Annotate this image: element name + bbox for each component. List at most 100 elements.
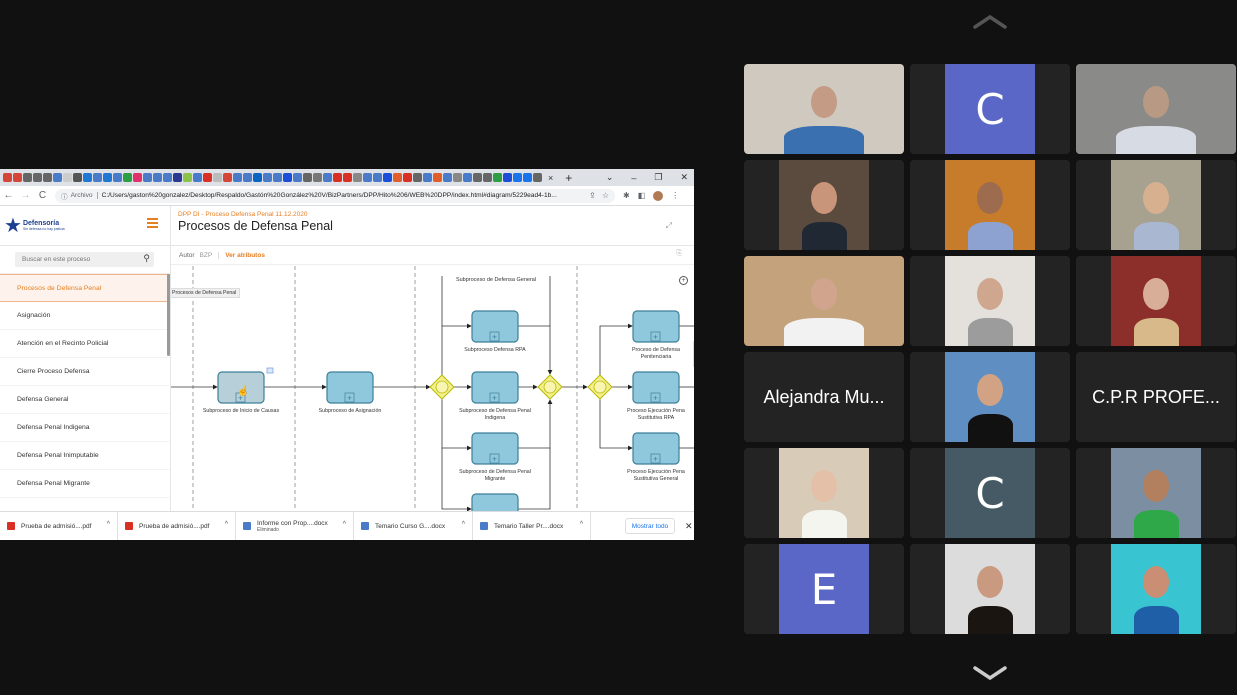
participant-tile[interactable] (1076, 448, 1236, 538)
site-info-icon[interactable]: ⓘ (61, 193, 68, 201)
reload-button[interactable]: C (38, 190, 47, 201)
pinned-tab[interactable] (243, 173, 252, 182)
task-subprocess[interactable] (471, 493, 519, 511)
pinned-tab[interactable] (433, 173, 442, 182)
tab-close-button[interactable]: × (548, 172, 554, 183)
participant-tile[interactable]: E (744, 544, 904, 634)
pinned-tab[interactable] (103, 173, 112, 182)
participant-tile[interactable] (1076, 544, 1236, 634)
pinned-tab[interactable] (473, 173, 482, 182)
view-attributes-link[interactable]: Ver atributos (225, 251, 265, 259)
pinned-tab[interactable] (403, 173, 412, 182)
task-label[interactable]: Proceso Ejecución Pena (627, 469, 685, 475)
task-subprocess[interactable] (632, 432, 680, 465)
download-item[interactable]: Temario Taller Pr....docx^ (473, 511, 591, 540)
task-label[interactable]: Migrante (485, 476, 506, 482)
task-label[interactable]: Subproceso de Inicio de Causas (203, 408, 280, 414)
participant-tile[interactable] (744, 448, 904, 538)
pinned-tab[interactable] (453, 173, 462, 182)
download-item[interactable]: Prueba de admisió....pdf^ (118, 511, 236, 540)
task-subprocess[interactable] (632, 310, 680, 343)
profile-avatar[interactable] (653, 190, 664, 201)
task-label[interactable]: Proceso Ejecución Pena (627, 408, 685, 414)
pinned-tab[interactable] (223, 173, 232, 182)
pinned-tab[interactable] (373, 173, 382, 182)
pinned-tab[interactable] (423, 173, 432, 182)
pinned-tab[interactable] (173, 173, 182, 182)
participant-tile[interactable] (910, 160, 1070, 250)
canvas-scrollbar[interactable] (693, 341, 694, 367)
sidebar-item[interactable]: Defensa Penal Inimputable (0, 442, 170, 470)
participant-tile[interactable] (744, 256, 904, 346)
pinned-tab[interactable] (413, 173, 422, 182)
task-label[interactable]: Sustitutiva General (634, 476, 679, 482)
task-subprocess[interactable] (471, 310, 519, 343)
participant-tile[interactable]: C (910, 64, 1070, 154)
tab-search-button[interactable]: ⌄ (605, 172, 614, 182)
pinned-tab[interactable] (463, 173, 472, 182)
pinned-tab[interactable] (253, 173, 262, 182)
task-label[interactable]: Subproceso Defensa RPA (464, 347, 526, 353)
pinned-tab[interactable] (183, 173, 192, 182)
pinned-tab[interactable] (123, 173, 132, 182)
bookmark-star-icon[interactable]: ☆ (601, 191, 609, 200)
participant-tile[interactable] (1076, 160, 1236, 250)
participant-tile[interactable]: Alejandra Mu... (744, 352, 904, 442)
participant-tile[interactable] (744, 160, 904, 250)
pinned-tab[interactable] (493, 173, 502, 182)
pinned-tab[interactable] (333, 173, 342, 182)
participant-tile[interactable] (1076, 256, 1236, 346)
sidebar-scrollbar[interactable] (167, 274, 170, 356)
bpmn-diagram-canvas[interactable]: Subproceso de Defensa General+Subproceso… (171, 266, 694, 511)
task-label[interactable]: Subproceso de Defensa Penal (459, 469, 531, 475)
pinned-tab[interactable] (443, 173, 452, 182)
pinned-tab[interactable] (113, 173, 122, 182)
pinned-tab[interactable] (363, 173, 372, 182)
task-label[interactable]: Proceso de Defensa (632, 347, 680, 353)
side-panel-icon[interactable]: ◧ (637, 191, 646, 200)
pinned-tab[interactable] (33, 173, 42, 182)
pinned-tab[interactable] (153, 173, 162, 182)
sidebar-item[interactable]: Defensa Penal Indigena (0, 414, 170, 442)
pinned-tab[interactable] (393, 173, 402, 182)
participant-tile[interactable]: C.P.R PROFE... (1076, 352, 1236, 442)
pinned-tab[interactable] (383, 173, 392, 182)
expand-icon[interactable]: ⤢ (665, 221, 672, 230)
close-downloads-bar-button[interactable]: ✕ (685, 520, 693, 531)
pinned-tab[interactable] (63, 173, 72, 182)
pinned-tab[interactable] (273, 173, 282, 182)
pinned-tab[interactable] (43, 173, 52, 182)
task-label[interactable]: Penitenciaria (641, 354, 672, 360)
pinned-tab[interactable] (133, 173, 142, 182)
pinned-tab[interactable] (513, 173, 522, 182)
pinned-tab[interactable] (73, 173, 82, 182)
pinned-tab[interactable] (23, 173, 32, 182)
defensoria-logo[interactable]: ★ Defensoría Sin defensa no hay justicia (4, 212, 66, 240)
forward-button[interactable]: → (20, 190, 31, 201)
pinned-tab[interactable] (523, 173, 532, 182)
scroll-down-chevron-icon[interactable] (972, 665, 1008, 681)
sidebar-item[interactable]: Asignación (0, 302, 170, 330)
task-label[interactable]: Subproceso de Defensa Penal (459, 408, 531, 414)
participant-tile[interactable] (910, 352, 1070, 442)
participant-tile[interactable] (910, 544, 1070, 634)
task-subprocess[interactable] (471, 432, 519, 465)
download-options-chevron-icon[interactable]: ^ (461, 520, 465, 528)
scroll-up-chevron-icon[interactable] (972, 14, 1008, 30)
task-subprocess[interactable] (471, 371, 519, 404)
pinned-tab[interactable] (93, 173, 102, 182)
pinned-tab[interactable] (343, 173, 352, 182)
sidebar-item[interactable]: Atención en el Recinto Policial (0, 330, 170, 358)
download-options-chevron-icon[interactable]: ^ (106, 520, 110, 528)
pinned-tab[interactable] (233, 173, 242, 182)
participant-tile[interactable]: C (910, 448, 1070, 538)
pinned-tab[interactable] (3, 173, 12, 182)
sidebar-item[interactable]: Defensa General (0, 386, 170, 414)
task-label[interactable]: Indigena (485, 415, 505, 421)
extensions-icon[interactable]: ✱ (623, 191, 630, 200)
zoom-in-icon[interactable]: + (679, 276, 688, 285)
download-options-chevron-icon[interactable]: ^ (579, 520, 583, 528)
gateway-inner-circle[interactable] (543, 380, 557, 394)
pinned-tab[interactable] (13, 173, 22, 182)
minimize-button[interactable]: – (631, 172, 637, 183)
